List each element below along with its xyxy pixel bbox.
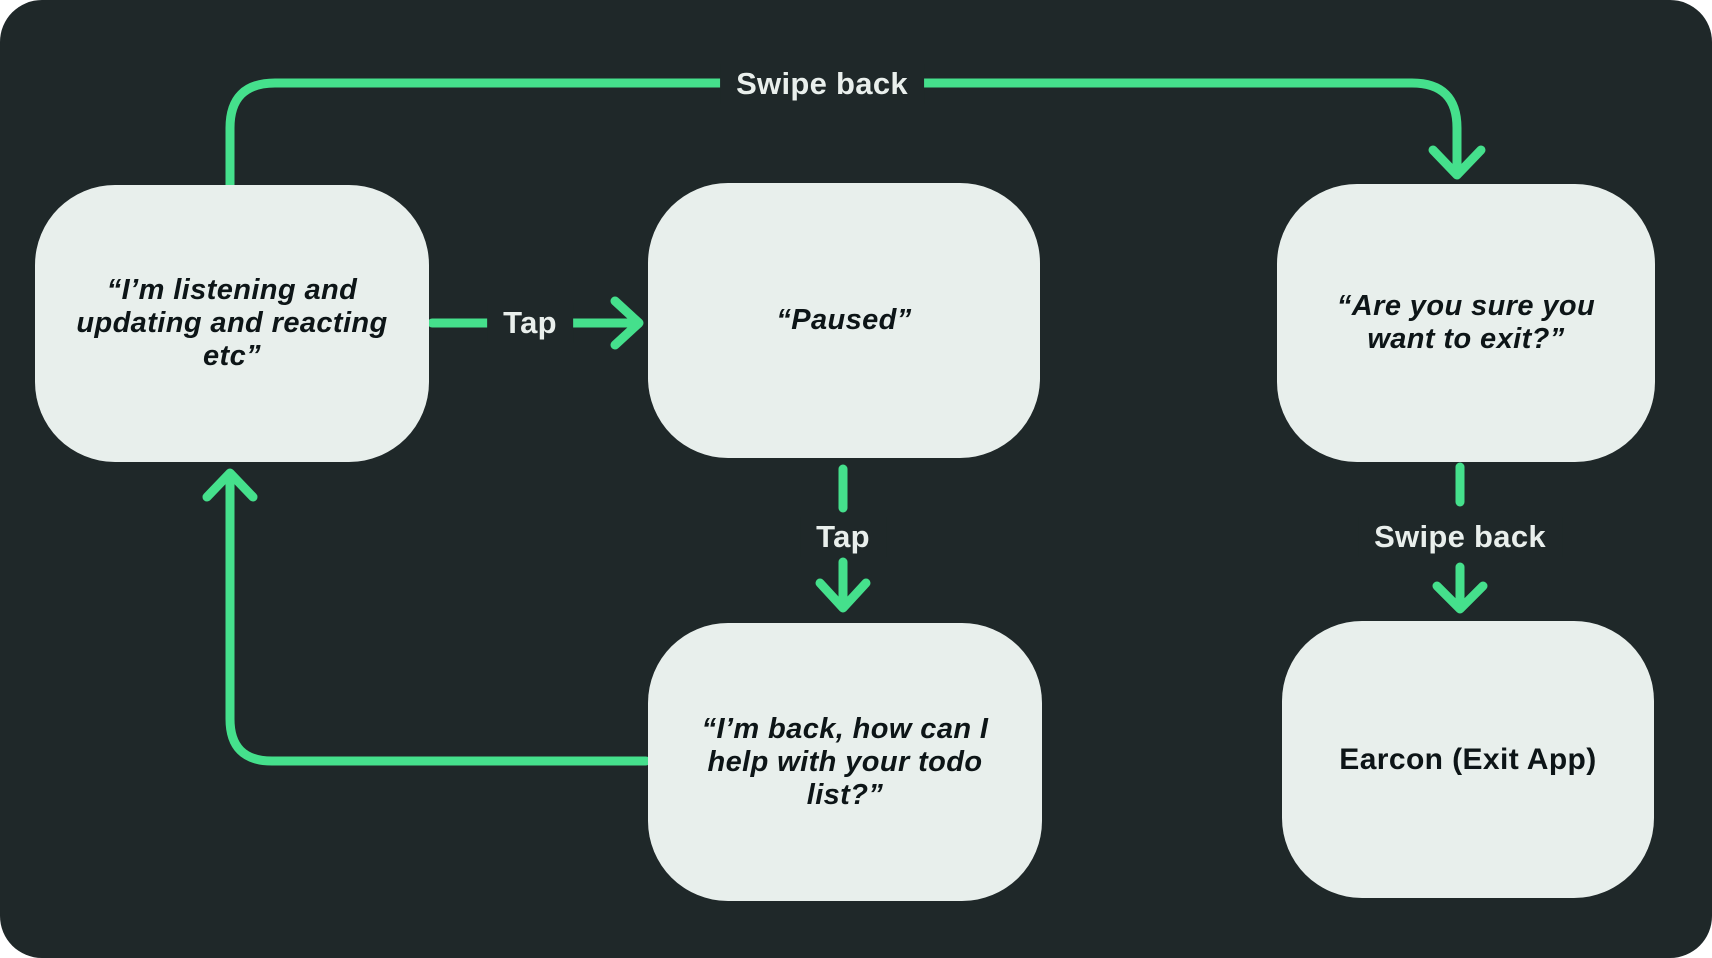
node-listening-state: “I’m listening and updating and reacting…: [35, 185, 429, 462]
node-paused-text: “Paused”: [776, 304, 912, 336]
label-swipe-back-right: Swipe back: [1358, 517, 1562, 557]
arrowhead-down-icon: [1428, 145, 1486, 180]
node-listening-text: “I’m listening and updating and reacting…: [76, 274, 388, 372]
arrowhead-down-icon: [815, 578, 871, 613]
arrowhead-right-icon: [610, 296, 644, 350]
arrowhead-up-icon: [202, 468, 258, 502]
node-back-text: “I’m back, how can I help with your todo…: [701, 712, 989, 811]
node-exit-confirm-text: “Are you sure you want to exit?”: [1336, 290, 1596, 355]
label-swipe-back-top: Swipe back: [720, 64, 924, 104]
node-paused-state: “Paused”: [648, 183, 1040, 458]
arrowhead-down-icon: [1432, 581, 1488, 614]
node-earcon-exit-app: Earcon (Exit App): [1282, 621, 1654, 898]
edge-loop-back: [202, 468, 651, 766]
node-earcon-text: Earcon (Exit App): [1339, 743, 1597, 776]
label-tap-vertical: Tap: [800, 517, 886, 557]
node-back-state: “I’m back, how can I help with your todo…: [648, 623, 1042, 901]
node-exit-confirm-state: “Are you sure you want to exit?”: [1277, 184, 1655, 462]
label-tap-horizontal: Tap: [487, 303, 573, 343]
